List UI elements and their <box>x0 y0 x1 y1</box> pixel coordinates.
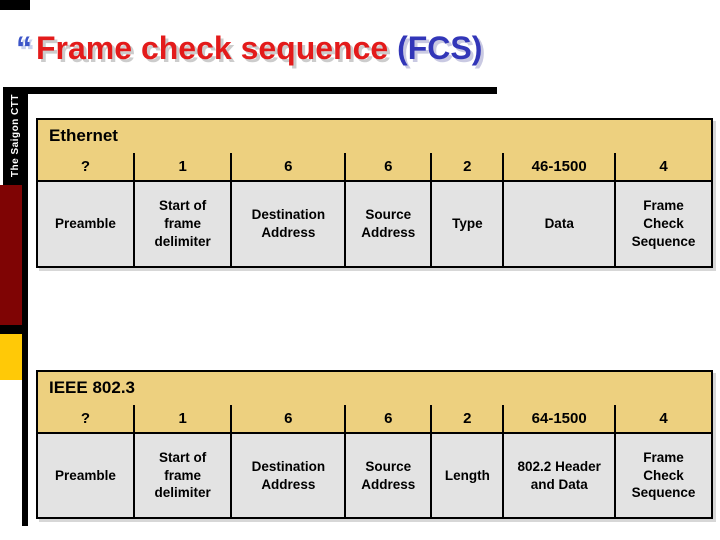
field-line: Frame <box>643 449 684 465</box>
field-line: Start of <box>159 449 207 465</box>
field-line: Source <box>365 458 412 474</box>
size-cell-6: 4 <box>614 153 711 180</box>
page-title-text: Frame check sequence <box>36 30 398 66</box>
field-line: Type <box>452 216 483 232</box>
size-cell-3: 6 <box>344 153 430 180</box>
size-cell-6: 4 <box>614 405 711 432</box>
size-cell-2: 6 <box>230 153 344 180</box>
field-line: Check <box>643 467 684 483</box>
field-line: Destination <box>251 207 326 223</box>
field-line: Address <box>361 476 416 492</box>
field-line: 802.2 Header <box>517 458 601 474</box>
corner-mark <box>0 0 30 10</box>
sidebar-gold-block <box>0 334 22 380</box>
field-line: Address <box>261 476 316 492</box>
field-line: Address <box>361 225 416 240</box>
table-title: Ethernet <box>49 126 118 145</box>
size-cell-2: 6 <box>230 405 344 432</box>
size-cell-4: 2 <box>430 405 502 432</box>
field-line: Check <box>643 216 684 232</box>
field-line: Preamble <box>55 216 116 232</box>
field-line: Preamble <box>55 467 116 483</box>
title-underline <box>25 87 497 94</box>
size-cell-0: ? <box>80 410 91 427</box>
size-cell-0: ? <box>80 158 91 175</box>
size-cell-3: 6 <box>344 405 430 432</box>
field-line: Data <box>544 216 574 232</box>
size-cell-1: 1 <box>132 405 231 432</box>
field-line: delimiter <box>154 233 211 249</box>
sidebar-black-separator <box>0 325 28 334</box>
size-cell-5: 64-1500 <box>502 405 614 432</box>
sidebar-vertical-line <box>22 88 28 526</box>
field-row: Preamble Start of frame delimiter Destinatio… <box>38 432 711 517</box>
field-line: Sequence <box>631 485 696 501</box>
field-line: Start of <box>159 198 207 214</box>
field-line: Sequence <box>631 233 696 249</box>
size-cell-5: 46-1500 <box>502 153 614 180</box>
field-line: frame <box>164 216 202 232</box>
sidebar-red-block <box>0 185 22 325</box>
field-line: Address <box>261 225 316 240</box>
field-cell-type: Type <box>430 182 503 266</box>
field-cell-802-2-header-and-data: 802.2 Header and Data <box>502 434 615 517</box>
field-line: Frame <box>643 198 684 214</box>
quote-bullet-icon: “ <box>16 30 32 66</box>
sidebar-brand-box: The Saigon CTT <box>3 87 28 185</box>
field-cell-start-of-frame-delimiter: Start of frame delimiter <box>132 434 231 517</box>
field-line: frame <box>164 467 202 483</box>
field-line: Destination <box>251 458 326 474</box>
size-cell-4: 2 <box>430 153 502 180</box>
field-cell-preamble: Preamble <box>38 182 133 266</box>
field-line: delimiter <box>154 485 211 501</box>
field-cell-preamble: Preamble <box>38 434 133 517</box>
field-line: and Data <box>530 476 588 492</box>
sidebar-brand-text: The Saigon CTT <box>10 94 21 178</box>
table-title: IEEE 802.3 <box>49 378 136 397</box>
field-line: Length <box>444 467 490 483</box>
size-cell-1: 1 <box>132 153 231 180</box>
page-title: “Frame check sequence (FCS) <box>16 30 676 67</box>
field-line: Source <box>365 207 412 223</box>
field-cell-length: Length <box>430 434 503 517</box>
field-cell-data: Data <box>502 182 615 266</box>
page-title-accent: (FCS) <box>397 30 483 66</box>
